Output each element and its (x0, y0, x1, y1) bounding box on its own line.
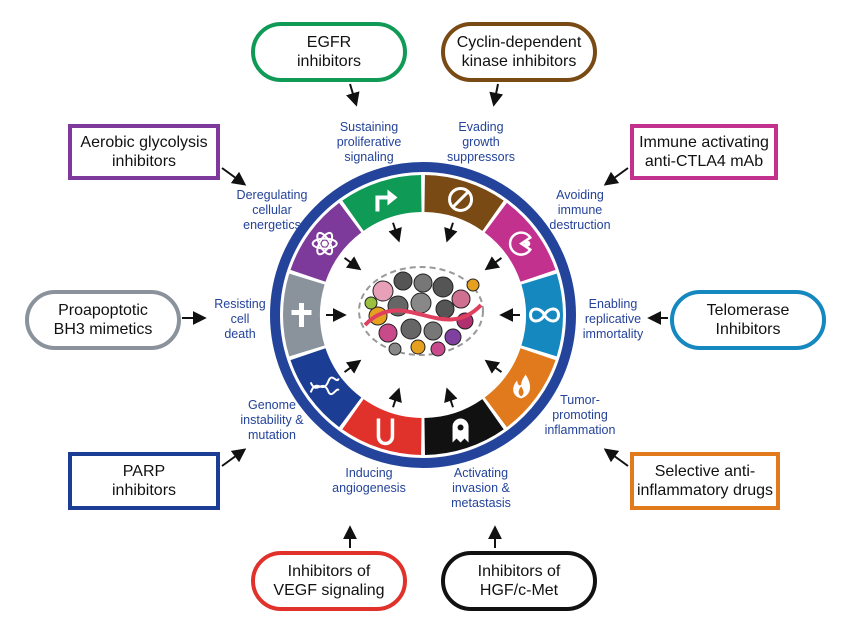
therapy-box-cdk: Cyclin-dependent kinase inhibitors (441, 22, 597, 82)
inner-arrow (343, 256, 362, 271)
wedge-angiogenesis (342, 399, 422, 455)
tumor-cell (364, 296, 378, 310)
tumor-cell (432, 276, 454, 298)
tumor-cell (423, 321, 443, 341)
tumor-cluster (326, 222, 520, 408)
connector-arrows (182, 83, 668, 548)
therapy-box-vegf: Inhibitors of VEGF signaling (251, 551, 407, 611)
pacman-cell-icon (508, 231, 533, 256)
therapy-arrow (603, 448, 629, 467)
tumor-cell (372, 280, 394, 302)
therapy-arrow (346, 83, 360, 107)
outer-ring (270, 162, 576, 468)
therapy-box-anti-inflammatory: Selective anti- inflammatory drugs (630, 452, 780, 510)
hallmark-label-invasion: Activating invasion & metastasis (451, 466, 511, 510)
wedge-immortality (521, 273, 563, 357)
atom-icon (311, 231, 338, 256)
tumor-cell (435, 299, 455, 319)
dna-icon (309, 376, 340, 396)
flame-icon (513, 374, 531, 399)
inner-arrow (484, 359, 503, 374)
tumor-cell (388, 342, 402, 356)
therapy-box-bh3: Proapoptotic BH3 mimetics (25, 290, 181, 350)
therapy-label: Inhibitors of VEGF signaling (273, 563, 385, 599)
therapy-label: Telomerase Inhibitors (706, 302, 790, 338)
therapy-label: Proapoptotic BH3 mimetics (53, 302, 153, 338)
hallmark-label-energetics: Deregulating cellular energetics (236, 188, 308, 232)
tumor-cell (410, 339, 426, 355)
tumor-cell (413, 273, 433, 293)
therapy-box-parp: PARP inhibitors (68, 452, 220, 510)
arrow-icon (375, 189, 398, 212)
inner-arrow (444, 222, 458, 243)
tumor-cell (466, 278, 480, 292)
hallmark-label-inflammation: Tumor- promoting inflammation (544, 393, 616, 437)
infinity-icon (528, 307, 561, 323)
hallmark-label-genome: Genome instability & mutation (240, 398, 304, 442)
therapy-label: Cyclin-dependent kinase inhibitors (456, 34, 582, 70)
inner-arrow (388, 222, 402, 243)
tumor-cell (430, 341, 446, 357)
wedge-proliferation (342, 175, 422, 231)
tumor-boundary (358, 266, 484, 356)
no-entry-icon (448, 186, 474, 212)
inner-arrow (343, 359, 362, 374)
hallmark-label-growth-suppressors: Evading growth suppressors (446, 120, 516, 164)
hallmark-label-proliferation: Sustaining proliferative signaling (336, 120, 402, 164)
therapy-label: PARP inhibitors (111, 463, 177, 499)
therapy-label: Aerobic glycolysis inhibitors (80, 134, 208, 170)
therapy-arrow (221, 448, 247, 467)
hallmark-label-cell-death: Resisting cell death (214, 297, 266, 341)
hallmark-label-immune: Avoiding immune destruction (549, 188, 611, 232)
tumor-cell (393, 271, 413, 291)
therapy-label: Inhibitors of HGF/c-Met (477, 563, 561, 599)
therapy-box-telomerase: Telomerase Inhibitors (670, 290, 826, 350)
vessel-icon (376, 418, 395, 446)
therapy-arrow (603, 167, 629, 186)
therapy-box-egfr: EGFR inhibitors (251, 22, 407, 82)
therapy-box-glycolysis: Aerobic glycolysis inhibitors (68, 124, 220, 180)
tumor-cell (451, 289, 471, 309)
inner-arrow (484, 256, 503, 271)
therapy-label: Selective anti- inflammatory drugs (636, 463, 774, 499)
therapy-label: Immune activating anti-CTLA4 mAb (639, 134, 769, 170)
tumor-cell (444, 328, 462, 346)
tumor-cell (378, 323, 398, 343)
therapy-arrow (221, 167, 247, 186)
tumor-cell (400, 318, 422, 340)
therapy-label: EGFR inhibitors (296, 34, 362, 70)
hallmark-ring (270, 162, 576, 468)
ghost-cell-icon (452, 418, 469, 443)
hallmark-label-angiogenesis: Inducing angiogenesis (332, 466, 406, 495)
tumor-cell (410, 292, 432, 314)
hallmark-label-immortality: Enabling replicative immortality (582, 297, 644, 341)
blood-vessel (363, 303, 483, 327)
wedge-growth-suppressors (424, 175, 504, 231)
therapy-arrow (489, 83, 504, 107)
inner-arrow (444, 387, 458, 408)
cross-icon (291, 303, 312, 327)
wedge-immune (484, 202, 556, 282)
inner-arrow (388, 387, 402, 408)
therapy-box-hgf: Inhibitors of HGF/c-Met (441, 551, 597, 611)
therapy-box-ctla4: Immune activating anti-CTLA4 mAb (630, 124, 778, 180)
